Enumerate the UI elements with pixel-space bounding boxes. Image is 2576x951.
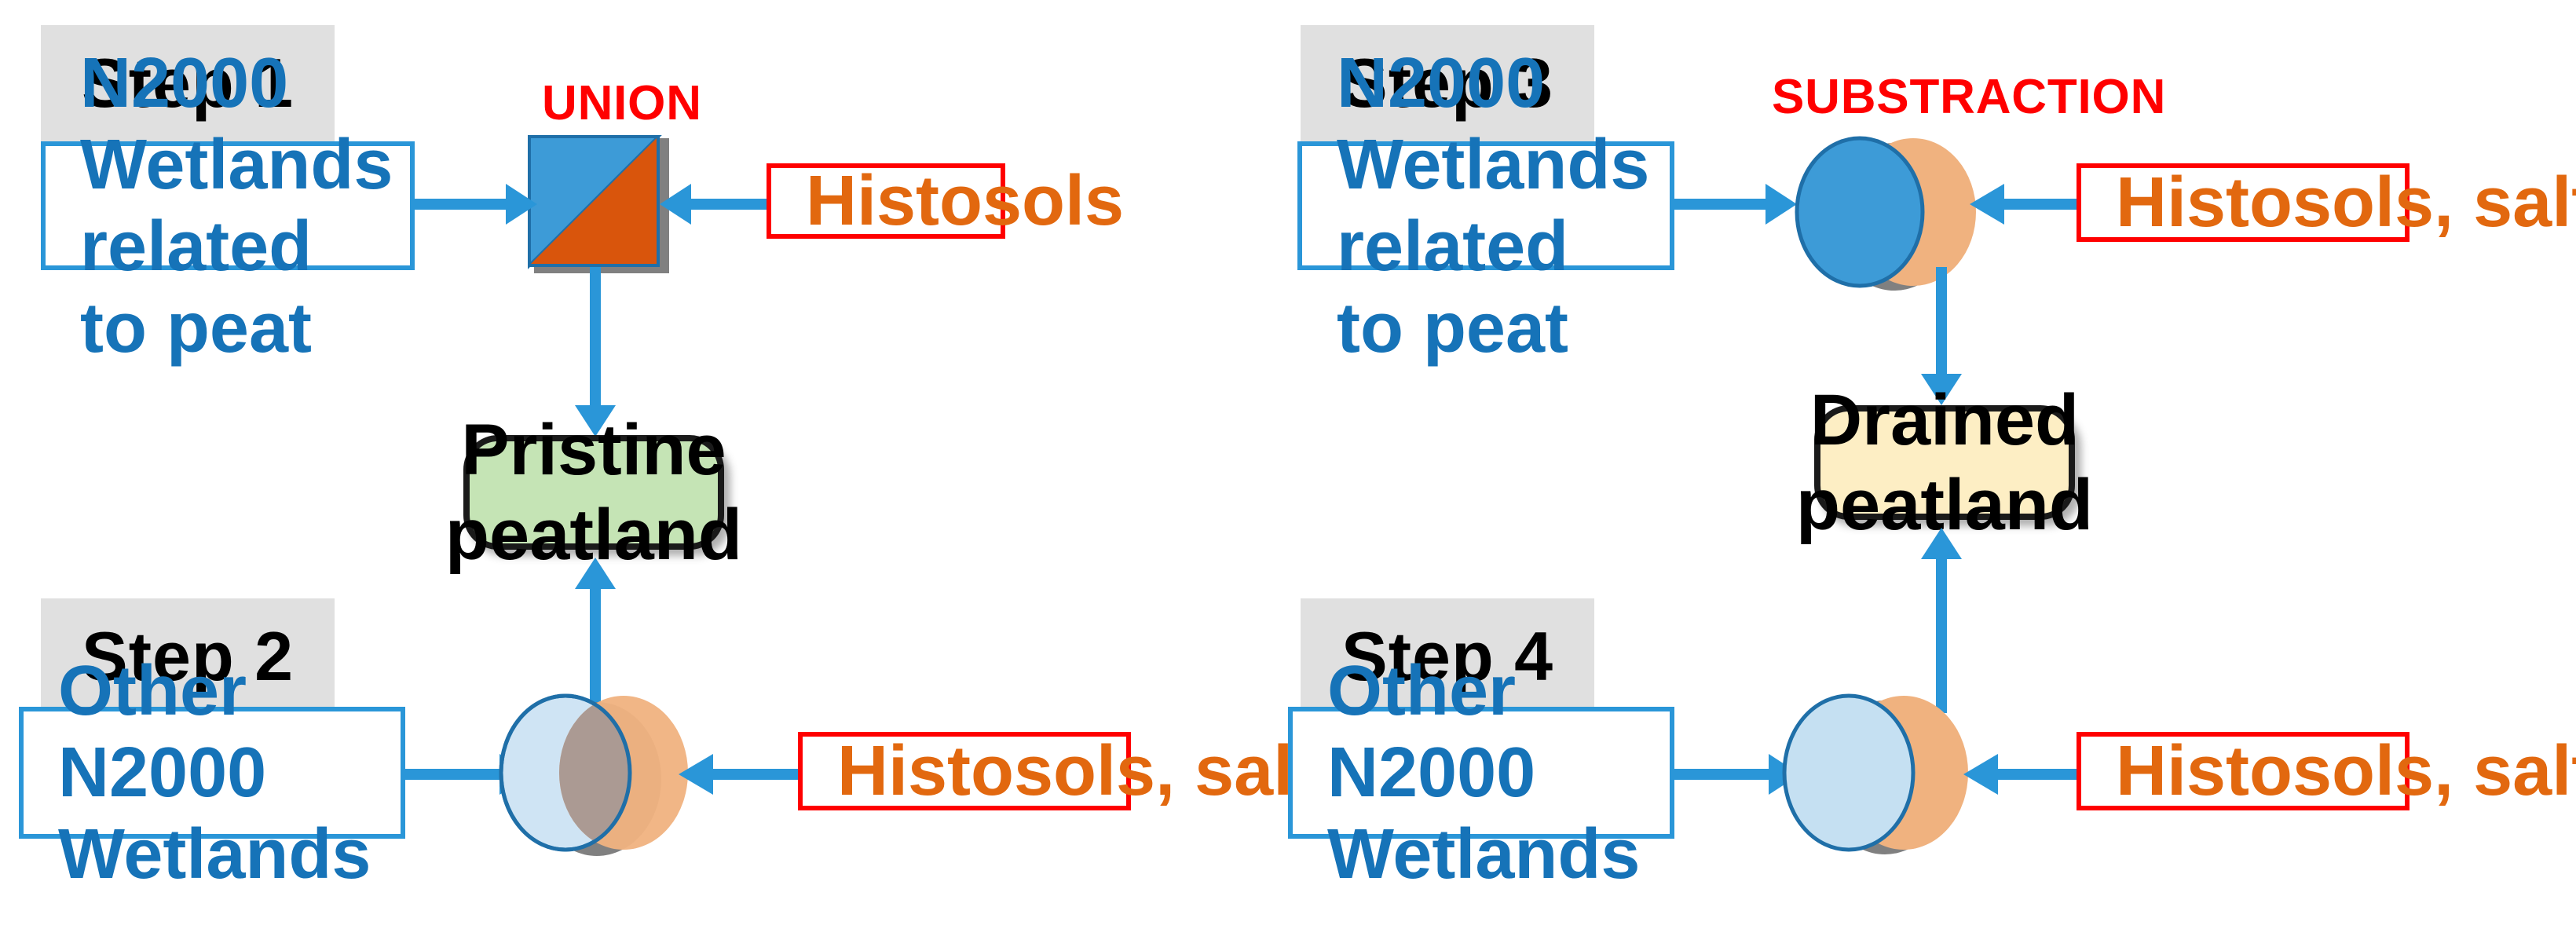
text-line: Other N2000 [1327, 649, 1536, 812]
step-2-right-input-label: Histosols, salty [837, 730, 1356, 810]
step-4-left-input-box[interactable]: Other N2000 Wetlands [1288, 649, 1674, 894]
text-line: Other N2000 [58, 649, 267, 812]
step-3-right-input-box[interactable]: Histosols, salty [2077, 162, 2576, 242]
union-symbol [528, 135, 672, 280]
step-2-arrow-right-to-intersection [679, 748, 801, 801]
step-4-badge: Step 4 [1301, 598, 1595, 724]
step-3-right-input-label: Histosols, salty [2116, 161, 2576, 242]
step-3-arrow-substraction-to-result [1915, 267, 1968, 405]
step-1-left-input-box[interactable]: N2000 Wetlands related to peat [41, 42, 415, 368]
step-3-badge: Step 3 [1301, 25, 1595, 151]
result-pristine-peatland[interactable]: Pristine peatland [445, 408, 742, 574]
step-1-right-input-box[interactable]: Histosols [767, 160, 1124, 240]
result-drained-peatland[interactable]: Drained peatland [1796, 379, 2093, 544]
step-4-left-input-label: Other N2000 Wetlands [1327, 649, 1640, 895]
step-4-right-input-box[interactable]: Histosols, salty [2077, 730, 2576, 810]
text-line: N2000 Wetlands [80, 42, 393, 204]
result-pristine-peatland-label: Pristine peatland [445, 408, 742, 576]
step-2-left-input-box[interactable]: Other N2000 Wetlands [19, 649, 405, 894]
text-line: N2000 Wetlands [1337, 42, 1650, 204]
step-2-right-input-box[interactable]: Histosols, salty [798, 730, 1356, 810]
text-line: Drained [1809, 379, 2080, 461]
step-4-arrow-substraction-to-result [1915, 528, 1968, 713]
step-1-arrow-left-to-union [415, 177, 540, 231]
result-drained-peatland-label: Drained peatland [1796, 379, 2093, 546]
step-2-badge: Step 2 [41, 598, 335, 724]
text-line: Wetlands [1327, 814, 1641, 894]
step-1-operation-label: UNION [542, 75, 702, 130]
step-1-arrow-union-to-result [569, 267, 622, 437]
step-1-left-input-label: N2000 Wetlands related to peat [80, 42, 393, 370]
step-2-arrow-intersection-to-result [569, 558, 622, 711]
text-line: Pristine [461, 408, 726, 491]
step-4-right-input-label: Histosols, salty [2116, 730, 2576, 810]
text-line: peatland [1795, 463, 2094, 544]
step-4-arrow-right-to-substraction [1963, 748, 2086, 801]
step-3-arrow-left-to-substraction [1674, 177, 1800, 231]
step-3-left-input-box[interactable]: N2000 Wetlands related to peat [1297, 42, 1674, 368]
text-line: related to peat [1337, 206, 1569, 368]
step-1-arrow-right-to-union [660, 177, 770, 231]
substraction-symbol-step-4 [1778, 686, 1976, 865]
step-1-badge: Step 1 [41, 25, 335, 151]
text-line: related to peat [80, 206, 313, 368]
step-3-arrow-right-to-substraction [1970, 177, 2092, 231]
intersection-symbol [499, 686, 691, 865]
substraction-symbol-step-3 [1791, 129, 1982, 302]
step-3-left-input-label: N2000 Wetlands related to peat [1337, 42, 1649, 370]
step-1-right-input-label: Histosols [806, 159, 1125, 240]
text-line: Wetlands [58, 814, 371, 894]
step-2-left-input-label: Other N2000 Wetlands [58, 649, 371, 895]
step-3-operation-label: SUBSTRACTION [1772, 69, 2167, 124]
